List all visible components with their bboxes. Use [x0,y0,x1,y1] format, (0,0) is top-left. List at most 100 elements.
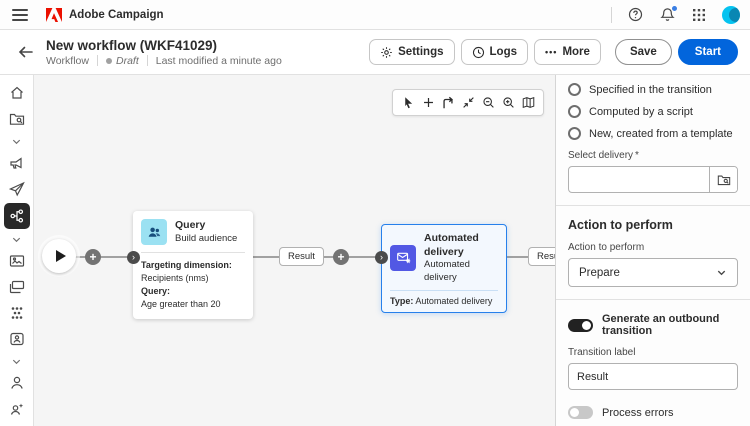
process-errors-toggle[interactable]: Process errors [568,406,738,419]
page-header: New workflow (WKF41029) Workflow Draft L… [0,30,750,75]
sidebar-section-toggle-1[interactable] [4,133,30,149]
app-switcher-icon[interactable] [690,6,708,24]
sidebar-item-explorer[interactable] [4,107,30,131]
logs-button[interactable]: Logs [460,39,528,65]
start-button[interactable]: Start [677,39,738,65]
sidebar-item-templates[interactable] [4,275,30,299]
radio-computed-by-script[interactable]: Computed by a script [568,105,738,118]
node-type-label: Type: [390,295,414,306]
more-button[interactable]: ••• More [534,39,601,65]
topbar-divider [611,6,612,23]
stacked-cards-icon [9,280,24,294]
node-field-value: Recipients (nms) [141,273,209,284]
node-subtitle: Automated delivery [424,259,470,283]
chevron-down-icon [717,270,726,276]
badge-icon [9,332,24,346]
node-title: Query [175,219,206,231]
notifications-bell-icon[interactable] [658,4,678,24]
person-icon [10,376,23,389]
workflow-start-button[interactable] [38,235,80,277]
chevron-down-icon [12,359,21,364]
megaphone-icon [9,157,22,169]
radio-icon [568,83,581,96]
more-dots-icon: ••• [545,47,558,57]
last-modified-label: Last modified a minute ago [155,54,282,67]
sidebar-section-toggle-3[interactable] [4,353,30,369]
audience-sparkle-icon [10,403,23,415]
sidebar-item-deliveries[interactable] [4,177,30,201]
sidebar-item-workflows[interactable] [3,203,30,229]
properties-panel: Specified in the transition Computed by … [555,75,750,426]
sidebar-item-fragments[interactable] [4,301,30,325]
transition-label-input[interactable] [568,363,738,390]
panel-divider [556,299,750,300]
radio-specified-in-transition[interactable]: Specified in the transition [568,83,738,96]
brand: Adobe Campaign [46,7,164,22]
zoom-out-icon[interactable] [479,92,497,113]
sidebar-item-campaigns[interactable] [4,151,30,175]
radio-icon [568,105,581,118]
select-delivery-input[interactable] [569,167,709,192]
select-tool-icon[interactable] [399,92,417,113]
chevron-down-icon [12,237,21,242]
user-avatar[interactable] [722,5,740,24]
node-type-value: Automated delivery [415,295,493,306]
query-audience-icon [141,219,167,245]
action-to-perform-label: Action to perform [568,242,645,253]
save-button[interactable]: Save [614,39,672,65]
panel-divider [556,205,750,206]
toggle-on-icon [568,318,593,332]
delivery-picker-button[interactable] [709,167,737,192]
sidebar-item-content[interactable] [4,249,30,273]
node-subtitle: Build audience [175,232,238,244]
required-asterisk: * [635,150,639,161]
add-activity-node-button[interactable]: + [85,249,101,265]
fit-view-icon[interactable] [459,92,477,113]
back-button[interactable] [14,40,38,64]
query-in-port[interactable]: › [127,250,140,264]
home-icon [10,86,23,99]
transition-label-result[interactable]: Result [279,247,324,266]
hamburger-menu-icon[interactable] [12,8,28,21]
sidebar-item-home[interactable] [4,81,30,105]
folder-search-icon [717,175,730,185]
page-title: New workflow (WKF41029) [46,37,218,53]
add-activity-node-button[interactable]: + [333,249,349,265]
outbound-transition-toggle[interactable]: Generate an outbound transition [568,313,738,337]
transition-label-label: Transition label [568,347,636,358]
radio-icon [568,127,581,140]
sidebar-item-audiences[interactable] [4,397,30,421]
settings-button[interactable]: Settings [369,39,455,65]
transition-label-result-2[interactable]: Result [528,247,555,266]
reorganize-icon[interactable] [439,92,457,113]
delivery-in-port[interactable]: › [375,250,388,264]
automated-delivery-activity-node[interactable]: Automated delivery Automated delivery Ty… [381,224,507,313]
query-activity-node[interactable]: Query Build audience Targeting dimension… [133,211,253,320]
radio-new-from-template[interactable]: New, created from a template [568,127,738,140]
map-view-icon[interactable] [519,92,537,113]
workflow-canvas[interactable]: + › Query Build audience Targeting dimen… [34,75,555,426]
action-to-perform-select[interactable]: Prepare [568,258,738,287]
send-icon [8,181,25,197]
sidebar-item-landing-pages[interactable] [4,327,30,351]
automated-delivery-icon [390,244,416,271]
breadcrumb: Workflow Draft Last modified a minute ag… [46,55,282,67]
top-app-bar: Adobe Campaign [0,0,750,30]
left-nav-sidebar [0,75,34,426]
content-card-icon [9,255,24,267]
sidebar-item-profiles[interactable] [4,371,30,395]
data-dots-icon [11,307,22,319]
adobe-logo-icon [46,7,62,22]
zoom-in-icon[interactable] [499,92,517,113]
toggle-off-icon [568,406,593,419]
status-badge: Draft [115,54,139,67]
add-activity-icon[interactable] [419,92,437,113]
play-icon [55,250,66,262]
canvas-toolbar [392,89,544,116]
sidebar-section-toggle-2[interactable] [4,231,30,247]
notification-dot [671,4,678,12]
action-section-heading: Action to perform [568,218,673,232]
help-icon[interactable] [626,6,644,24]
object-type-label: Workflow [46,54,89,67]
